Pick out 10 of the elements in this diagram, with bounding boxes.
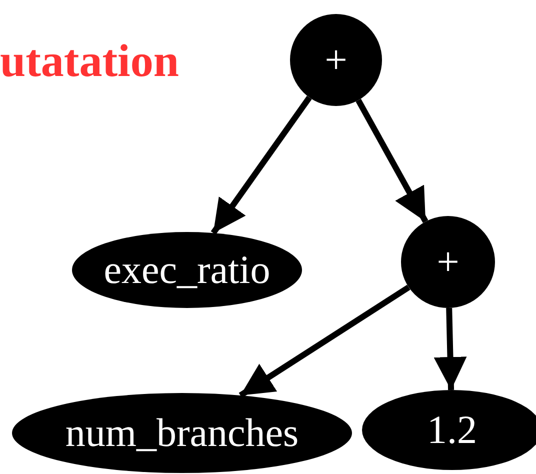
arrow (434, 308, 467, 390)
node-label: num_branches (65, 413, 299, 453)
arrow (356, 98, 428, 224)
title-text: utatation (0, 38, 179, 84)
node-label: + (324, 40, 348, 80)
node-label: + (436, 242, 460, 282)
node-label: 1.2 (427, 410, 477, 450)
arrow (210, 96, 312, 235)
node-label: exec_ratio (104, 250, 270, 290)
arrow (238, 284, 410, 398)
